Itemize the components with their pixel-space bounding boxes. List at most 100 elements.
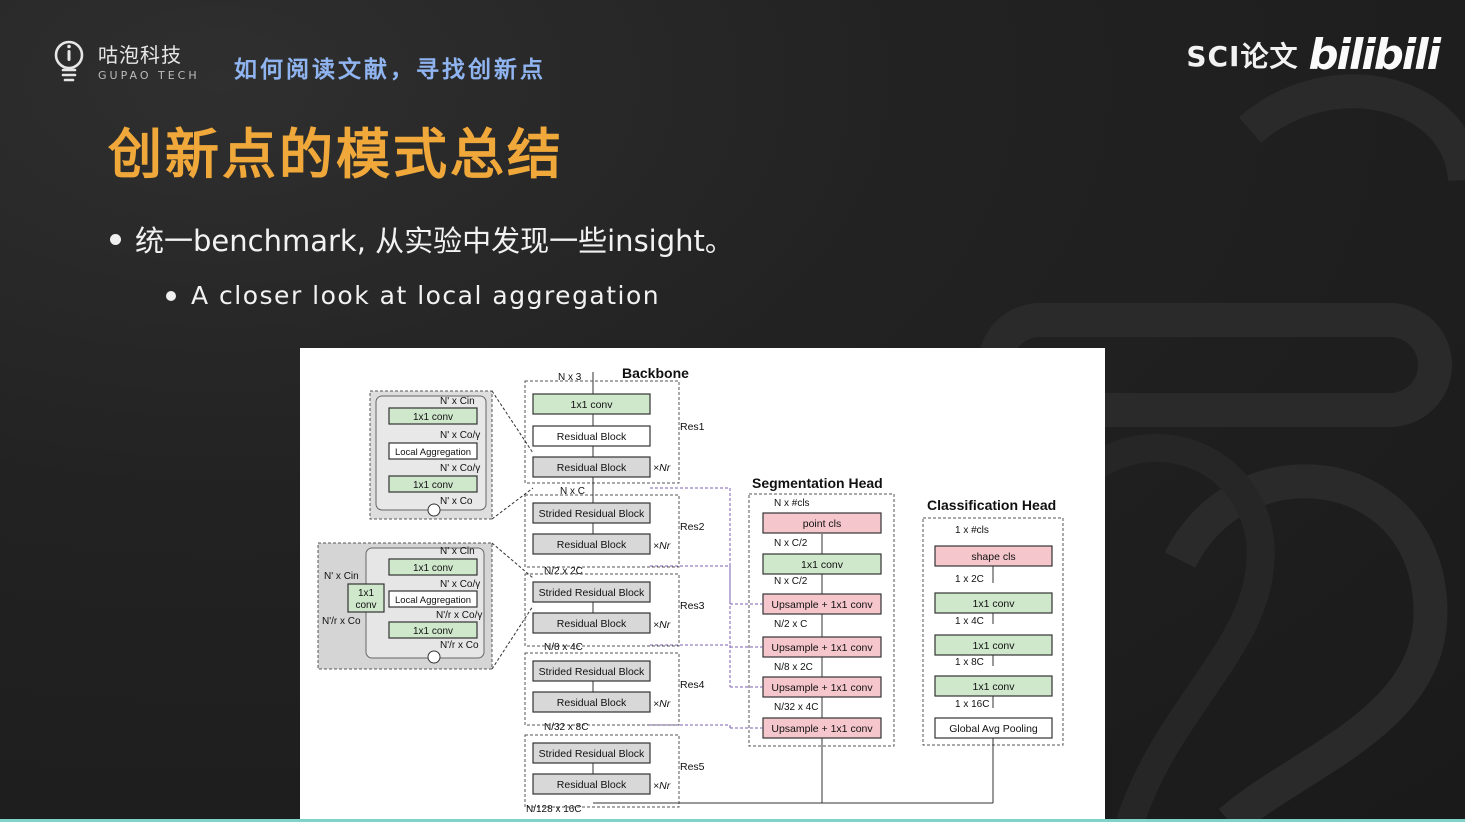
bottom-accent-line — [0, 819, 1465, 822]
backbone-block-label: Residual Block — [557, 462, 627, 474]
inset-block-box — [388, 442, 478, 460]
seg-block-label: point cls — [803, 518, 842, 530]
backbone-title: Backbone — [622, 365, 689, 381]
inset-dim: N' x Co/γ — [440, 579, 480, 590]
logo-chinese-name: 咕泡科技 — [98, 43, 182, 67]
cls-dim: 1 x 4C — [955, 616, 984, 627]
gupao-logo: 咕泡科技 GUPAO TECH — [52, 40, 200, 86]
backbone-block-label: Residual Block — [557, 779, 627, 791]
seg-block-label: Upsample + 1x1 conv — [771, 642, 873, 654]
res-group — [524, 652, 680, 726]
seg-dim: N x #cls — [774, 498, 810, 509]
inset-dim: N' x Cin — [324, 571, 359, 582]
bullet-text: 统一benchmark, 从实验中发现一些insight。 — [135, 224, 734, 258]
bilibili-logo: bilibili — [1308, 30, 1441, 79]
res-group — [524, 573, 680, 647]
backbone-dim: N x 3 — [558, 372, 582, 383]
backbone-dim: N/128 x 16C — [526, 804, 582, 815]
shortcut-conv-label: conv — [355, 600, 376, 611]
backbone-dim: N/8 x 4C — [544, 642, 583, 653]
repeat-label: ×Nr — [653, 462, 671, 474]
backbone-block-label: Residual Block — [557, 431, 627, 443]
bullet-dot-icon — [166, 290, 176, 301]
seg-dim: N/32 x 4C — [774, 702, 818, 713]
inset-block-label: 1x1 conv — [413, 480, 453, 491]
seg-block-label: Upsample + 1x1 conv — [771, 599, 873, 611]
backbone-block-box — [532, 581, 651, 603]
seg-title: Segmentation Head — [752, 475, 883, 491]
repeat-label: ×Nr — [653, 780, 671, 792]
zoom-line — [491, 542, 534, 579]
seg-dim: N/2 x C — [774, 619, 807, 630]
res-label: Res3 — [680, 600, 705, 612]
backbone-block-box — [532, 393, 651, 415]
inset-dim: N'/r x Co — [322, 616, 361, 627]
seg-block-label: Upsample + 1x1 conv — [771, 682, 873, 694]
cls-dim: 1 x 8C — [955, 657, 984, 668]
res-label: Res2 — [680, 521, 705, 533]
inset-block-label: 1x1 conv — [413, 412, 453, 423]
repeat-label: ×Nr — [653, 619, 671, 631]
res-label: Res1 — [680, 421, 705, 433]
backbone-block-label: 1x1 conv — [570, 399, 613, 411]
inset-block-box — [388, 590, 478, 608]
backbone-block-box — [532, 456, 651, 478]
inset-dim: N' x Cin — [440, 396, 475, 407]
slide-title: 创新点的模式总结 — [108, 123, 564, 186]
cls-block-label: 1x1 conv — [972, 598, 1015, 610]
seg-dim: N x C/2 — [774, 538, 808, 549]
shortcut-conv-label: 1x1 — [358, 588, 375, 599]
backbone-block-label: Residual Block — [557, 697, 627, 709]
backbone-block-label: Residual Block — [557, 539, 627, 551]
inset-block-box — [388, 407, 478, 425]
zoom-line — [491, 487, 534, 520]
course-title: 如何阅读文献，寻找创新点 — [234, 57, 546, 83]
shortcut-conv-box — [347, 583, 385, 613]
seg-dim: N x C/2 — [774, 576, 808, 587]
repeat-label: ×Nr — [653, 540, 671, 552]
inset-block-box — [388, 475, 478, 493]
cls-block-label: 1x1 conv — [972, 640, 1015, 652]
seg-group — [748, 493, 895, 747]
backbone-block-box — [532, 612, 651, 634]
backbone-block-box — [532, 691, 651, 713]
inset-dim: N' x Co/γ — [440, 463, 480, 474]
inset-block-label: 1x1 conv — [413, 563, 453, 574]
bullet-dot-icon — [110, 233, 121, 245]
bullet-text: A closer look at local aggregation — [191, 281, 661, 310]
backbone-dim: N/32 x 8C — [544, 722, 588, 733]
repeat-label: ×Nr — [653, 698, 671, 710]
cls-block-label: 1x1 conv — [972, 681, 1015, 693]
inset-block-box — [388, 558, 478, 576]
seg-block-label: Upsample + 1x1 conv — [771, 723, 873, 735]
backbone-dim: N/2 x 2C — [544, 566, 583, 577]
zoom-line — [491, 605, 534, 670]
logo-english-name: GUPAO TECH — [98, 69, 200, 82]
seg-block-label: 1x1 conv — [801, 559, 844, 571]
cls-title: Classification Head — [927, 497, 1056, 513]
inset-dim: N'/r x Co — [440, 640, 479, 651]
inset-dim: N' x Cin — [440, 546, 475, 557]
backbone-block-box — [532, 742, 651, 764]
inset-dim: N'/r x Co/γ — [436, 610, 482, 621]
backbone-block-box — [532, 502, 651, 524]
backbone-dim: N x C — [560, 486, 585, 497]
backbone-block-label: Strided Residual Block — [539, 508, 645, 520]
backbone-block-box — [532, 533, 651, 555]
bullet-level1: 统一benchmark, 从实验中发现一些insight。 — [110, 218, 734, 260]
res-group — [524, 494, 680, 568]
inset-block-label: Local Aggregation — [395, 595, 471, 606]
inset-block-box — [388, 621, 478, 639]
zoom-line — [491, 390, 534, 454]
inset-block-label: 1x1 conv — [413, 626, 453, 637]
backbone-block-label: Strided Residual Block — [539, 587, 645, 599]
res-label: Res4 — [680, 679, 705, 691]
inset-dim: N' x Co — [440, 496, 473, 507]
res-label: Res5 — [680, 761, 705, 773]
backbone-block-label: Strided Residual Block — [539, 748, 645, 760]
backbone-block-box — [532, 660, 651, 682]
bilibili-watermark: SCI论文 bilibili — [1186, 30, 1441, 79]
cls-dim: 1 x 2C — [955, 574, 984, 585]
